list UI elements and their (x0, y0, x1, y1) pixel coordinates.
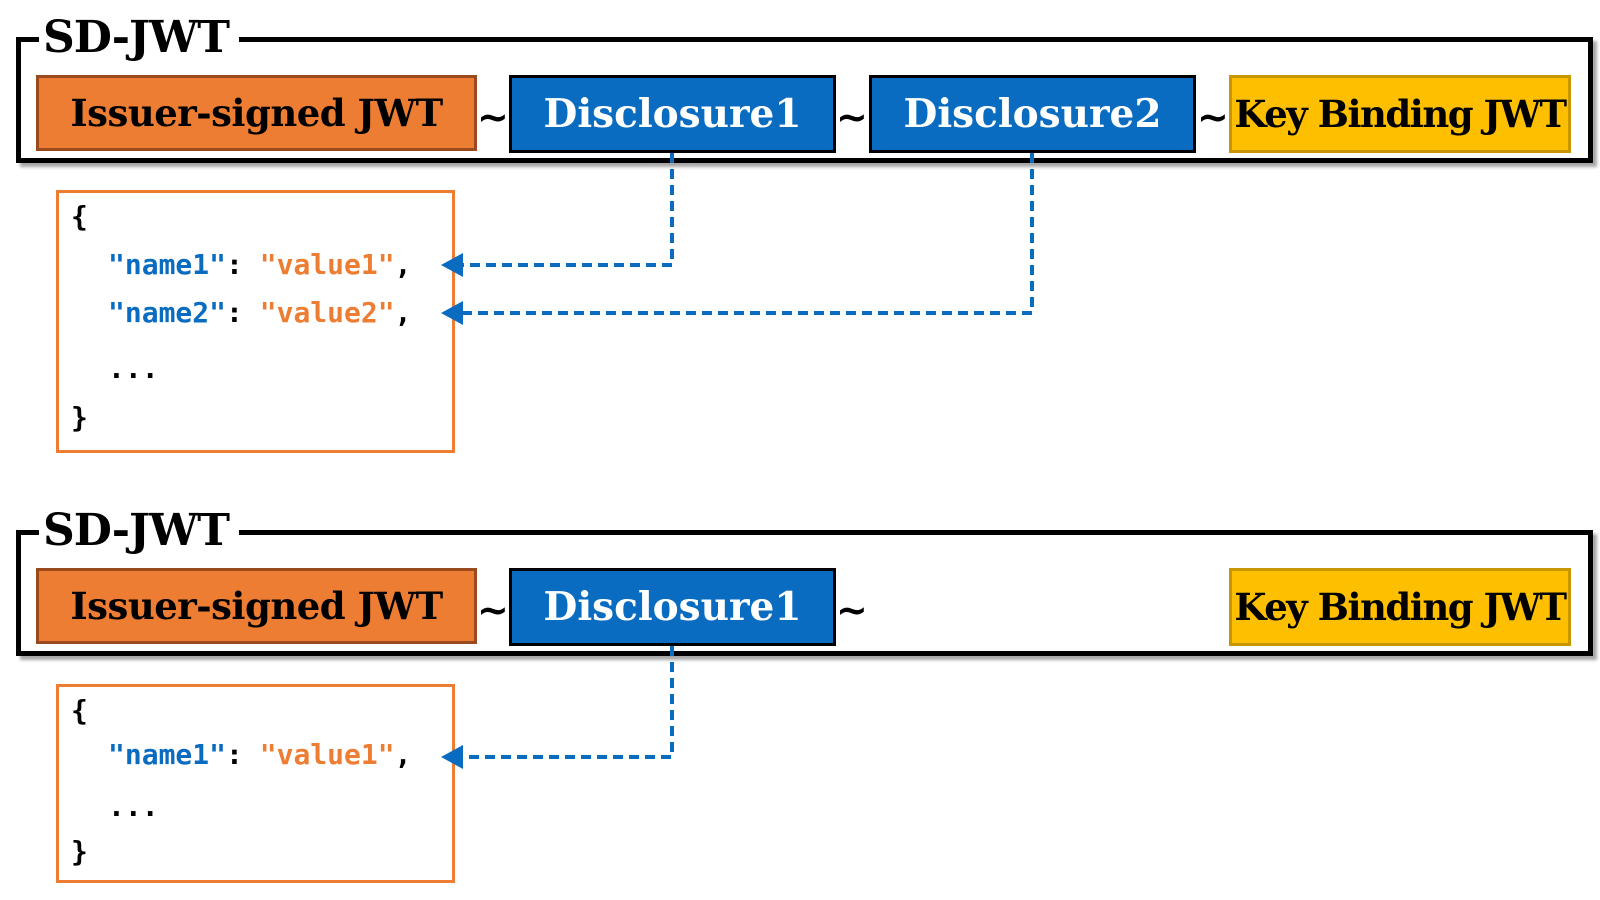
json-entry-name1: "name1": "value1", (108, 739, 411, 771)
json-comma: , (394, 738, 412, 771)
connector-disclosure2-to-name2-top (456, 153, 1034, 315)
json-close-brace: } (71, 401, 88, 434)
separator-tilde: ~ (836, 588, 868, 632)
issuer-signed-jwt-box-top: Issuer-signed JWT (36, 75, 477, 151)
separator-tilde: ~ (477, 95, 509, 139)
connector-disclosure1-to-name1-bottom (456, 646, 674, 759)
json-colon: : (226, 248, 243, 281)
connector-disclosure1-to-name1-top (456, 153, 674, 267)
json-close-brace: } (71, 835, 88, 868)
sd-jwt-title-bottom: SD-JWT (39, 507, 239, 555)
json-ellipsis: ... (108, 790, 159, 823)
json-colon: : (226, 296, 243, 329)
json-payload-box-top: { "name1": "value1", "name2": "value2", … (56, 190, 455, 453)
separator-tilde: ~ (477, 588, 509, 632)
json-entry-name1: "name1": "value1", (108, 249, 411, 281)
disclosure2-box-top: Disclosure2 (869, 75, 1196, 153)
json-comma: , (394, 248, 412, 281)
issuer-signed-jwt-box-bottom: Issuer-signed JWT (36, 568, 477, 644)
json-ellipsis: ... (108, 352, 159, 385)
disclosure1-box-top: Disclosure1 (509, 75, 836, 153)
json-key: "name1" (108, 248, 227, 281)
separator-tilde: ~ (836, 95, 868, 139)
key-binding-jwt-box-bottom: Key Binding JWT (1229, 568, 1571, 646)
key-binding-jwt-box-top: Key Binding JWT (1229, 75, 1571, 153)
json-key: "name2" (108, 296, 227, 329)
json-value: "value1" (259, 738, 395, 771)
json-value: "value1" (259, 248, 395, 281)
separator-tilde: ~ (1197, 95, 1229, 139)
json-value: "value2" (259, 296, 395, 329)
json-key: "name1" (108, 738, 227, 771)
json-comma: , (394, 296, 412, 329)
disclosure1-box-bottom: Disclosure1 (509, 568, 836, 646)
json-colon: : (226, 738, 243, 771)
json-payload-box-bottom: { "name1": "value1", ... } (56, 684, 455, 883)
json-open-brace: { (71, 200, 88, 233)
json-entry-name2: "name2": "value2", (108, 297, 411, 329)
json-open-brace: { (71, 694, 88, 727)
sd-jwt-title-top: SD-JWT (39, 14, 239, 62)
